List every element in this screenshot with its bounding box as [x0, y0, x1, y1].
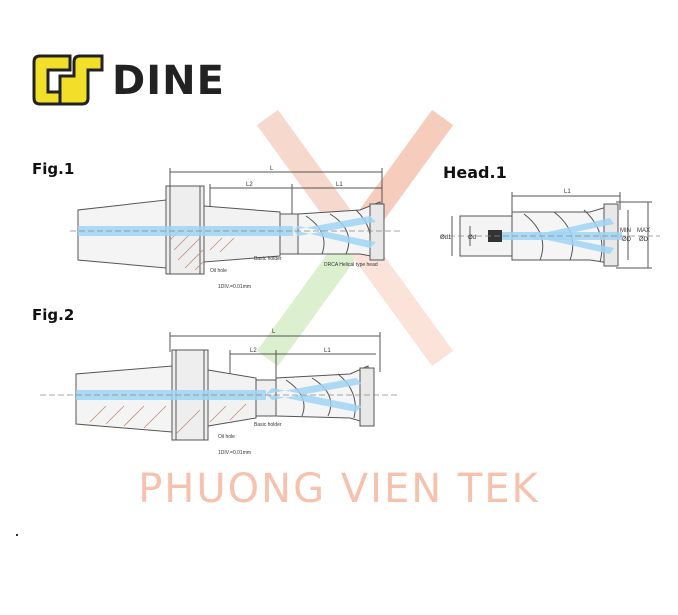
- fig2-title: Fig.2: [32, 306, 75, 324]
- fig2-dim-L2: L2: [250, 348, 257, 354]
- head1-drawing: L1 Ød1 Ød MIN ØD MAX ØD: [440, 189, 660, 269]
- fig2-basic-holder: Basic holder: [254, 422, 282, 428]
- fig1-dim-L1: L1: [336, 182, 343, 188]
- fig1-dim-L2: L2: [246, 182, 253, 188]
- head1-dim-min-d: ØD: [622, 237, 632, 243]
- fig1-drawing: L L2 L1 Oil hole Basic holder DRCA Helic…: [70, 166, 400, 290]
- fig1-oil-hole: Oil hole: [210, 268, 227, 274]
- watermark-text: PHUONG VIEN TEK: [138, 466, 540, 512]
- fig1-scale: 1DIV.=0.01mm: [218, 284, 251, 290]
- head1-dim-min: MIN: [620, 228, 631, 234]
- fig2-drawing: L L2 L1 Oil hole Basic holder 1DIV.=0.01…: [40, 329, 400, 456]
- stray-dot: [16, 534, 18, 536]
- head1-dim-d: Ød: [468, 235, 476, 241]
- fig1-title: Fig.1: [32, 160, 75, 178]
- head1-dim-max-d: ØD: [639, 237, 649, 243]
- fig1-head-label: DRCA Helical type head: [324, 262, 378, 268]
- fig1-basic-holder: Basic holder: [254, 256, 282, 262]
- dine-logo-icon: [32, 54, 104, 106]
- fig2-dim-L: L: [272, 329, 276, 335]
- head1-dim-d1: Ød1: [440, 235, 452, 241]
- fig2-dim-L1: L1: [324, 348, 331, 354]
- fig1-dim-L: L: [270, 166, 274, 172]
- brand-name: DINE: [112, 58, 225, 104]
- fig2-scale: 1DIV.=0.01mm: [218, 450, 251, 456]
- head1-dim-max: MAX: [637, 228, 650, 234]
- fig2-oil-hole: Oil hole: [218, 434, 235, 440]
- head1-title: Head.1: [443, 163, 507, 182]
- head1-dim-L1: L1: [564, 189, 571, 195]
